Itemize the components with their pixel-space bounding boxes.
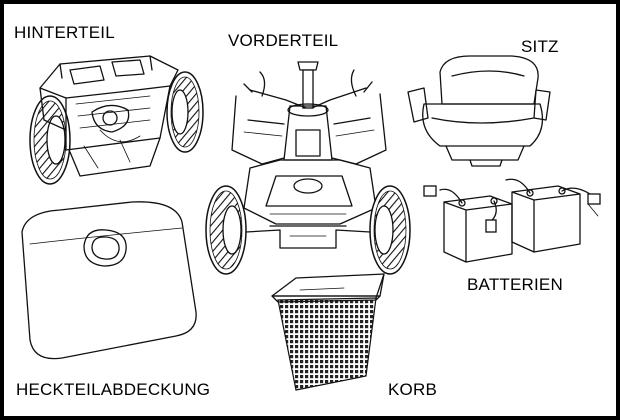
front-section-illustration <box>205 61 411 275</box>
label-basket: KORB <box>388 380 437 399</box>
rear-cover-illustration <box>21 201 197 360</box>
label-batteries: BATTERIEN <box>467 275 563 294</box>
label-rear-cover: HECKTEILABDECKUNG <box>16 380 210 399</box>
label-seat: SITZ <box>521 37 559 56</box>
rear-section-illustration <box>29 55 204 185</box>
label-rear-section: HINTERTEIL <box>14 23 115 42</box>
batteries-illustration <box>423 178 601 263</box>
label-front-section: VORDERTEIL <box>228 31 338 50</box>
seat-illustration <box>407 55 551 167</box>
basket-illustration <box>271 273 385 391</box>
